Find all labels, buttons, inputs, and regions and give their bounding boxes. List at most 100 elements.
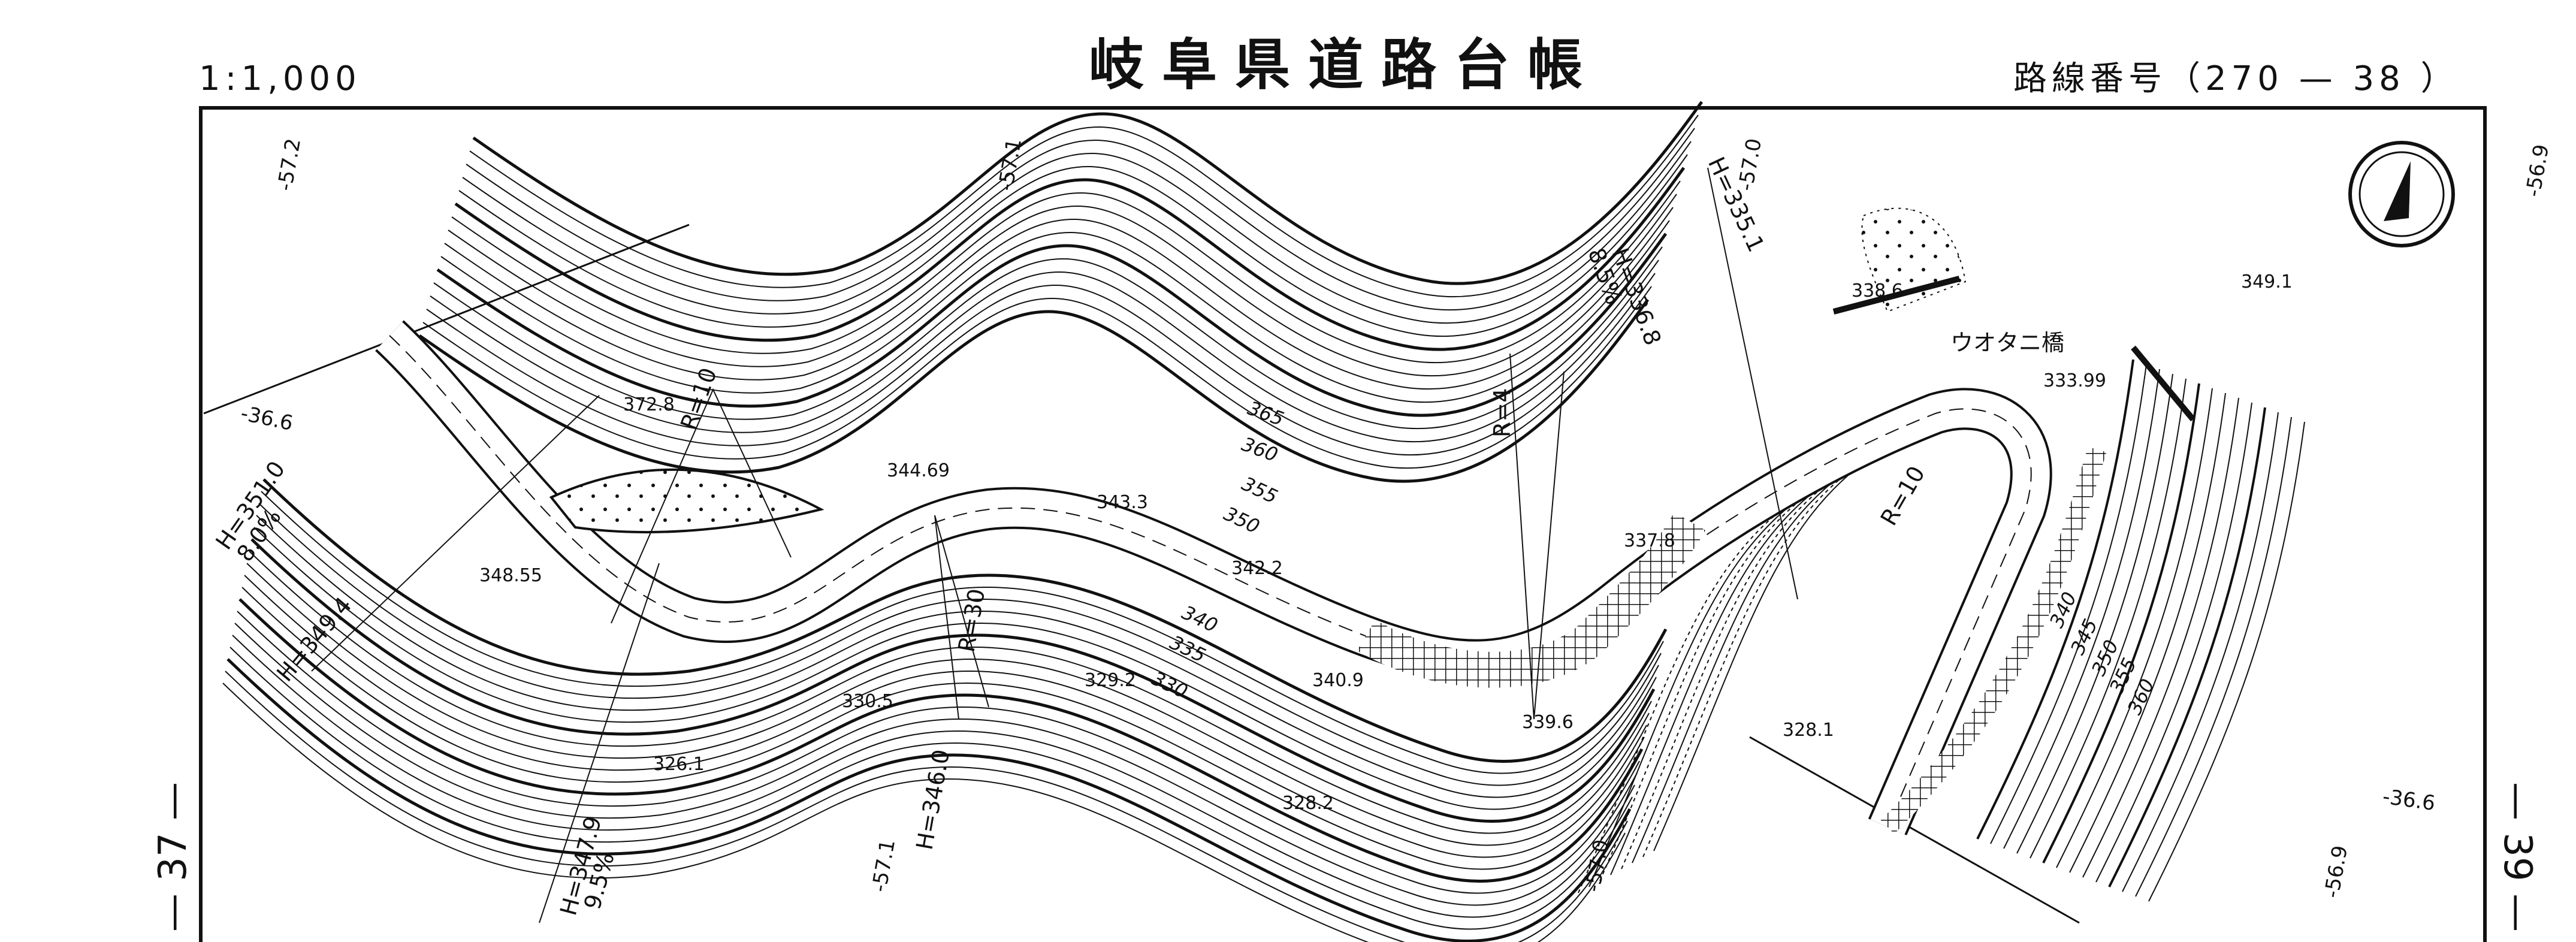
contour-line — [454, 167, 1686, 351]
contour-line — [444, 207, 1674, 390]
contour-line — [262, 478, 1668, 763]
map-frame — [199, 106, 2487, 942]
grid-label-bottom: -57.0 — [1581, 838, 1614, 894]
spot-elevation: 328.2 — [1282, 793, 1334, 814]
contour-line — [418, 298, 1650, 483]
contour-line — [2135, 416, 2292, 897]
contour-line — [1578, 509, 1783, 893]
spot-elevation: 339.6 — [1522, 712, 1574, 733]
contour-line — [466, 128, 1695, 311]
bridge-railing — [1832, 276, 1961, 315]
contour-line — [256, 515, 1659, 798]
north-arrow-icon — [2348, 141, 2455, 247]
contour-label: 335 — [1167, 631, 1209, 667]
contour-line — [1599, 497, 1804, 881]
contour-line — [244, 575, 1647, 858]
spot-elevation: 343.3 — [1097, 492, 1148, 513]
spot-elevation: 372.8 — [623, 394, 675, 415]
contour-line — [229, 647, 1633, 930]
contour-line — [234, 623, 1638, 906]
contour-label: 355 — [1239, 472, 1281, 508]
contour-line — [433, 246, 1663, 430]
contour-line — [1653, 467, 1858, 852]
spot-elevations: 372.8 348.55 344.69 343.3 342.2 340.9 33… — [479, 271, 2293, 814]
contour-label: 350 — [1221, 502, 1263, 538]
grid-label-top: -57.1 — [993, 137, 1026, 193]
contour-line — [241, 587, 1645, 870]
adjacent-sheet-left[interactable]: — 37 — — [151, 782, 195, 932]
curve-radius-label: R=10 — [1876, 461, 1930, 530]
grid-label-top: -56.9 — [2521, 143, 2554, 199]
route-number: 路線番号（270 — 38 ） — [2013, 59, 2459, 98]
contour-line — [222, 683, 1626, 942]
contour-line — [2082, 397, 2239, 878]
contour-label: 360 — [1239, 433, 1281, 467]
grade-leader — [1707, 167, 1798, 600]
contour-line — [469, 114, 1699, 298]
contour-line — [472, 101, 1704, 285]
bridge-name: ウオタニ橋 — [1950, 330, 2064, 356]
contour-line — [246, 563, 1650, 846]
sheet-title: 岐阜県道路台帳 — [1089, 33, 1600, 97]
spot-elevation: 337.8 — [1624, 530, 1675, 551]
contour-line — [2056, 388, 2213, 868]
contour-line — [1610, 491, 1815, 875]
contour-line — [253, 527, 1657, 810]
road-centerline — [389, 335, 2032, 828]
contour-line — [2003, 369, 2160, 849]
adjacent-sheet-right[interactable]: — 39 — — [2495, 782, 2539, 932]
scale-label: 1:1,000 — [199, 59, 361, 98]
curve-radius-label: R=4 — [1489, 388, 1515, 437]
curve-radius-label: R=30 — [953, 587, 990, 654]
contour-line — [451, 180, 1681, 364]
grade-leader — [539, 563, 660, 923]
survey-boundary-line — [203, 224, 690, 415]
contour-line — [2042, 383, 2200, 864]
curve-leader-r10 — [611, 388, 792, 624]
grade-leader — [311, 395, 600, 672]
retaining-wall — [1357, 512, 1706, 688]
spot-elevation: 333.99 — [2043, 370, 2106, 391]
spot-elevation: 340.9 — [1312, 670, 1364, 691]
contour-line — [2016, 373, 2173, 854]
contour-line — [1990, 364, 2147, 844]
contour-line — [462, 141, 1692, 324]
contour-line — [1642, 473, 1847, 858]
grid-label-right: -36.6 — [2381, 784, 2437, 816]
contour-label: 365 — [1245, 397, 1287, 431]
spot-elevation: 328.1 — [1783, 720, 1834, 741]
contour-line — [440, 220, 1670, 403]
contour-line — [227, 658, 1632, 942]
spot-elevation: 344.69 — [887, 460, 950, 481]
contour-line — [237, 611, 1640, 894]
grade-elevation: H=346.0 — [911, 747, 955, 852]
grid-label-bottom: -57.1 — [867, 838, 900, 894]
bridge-railing — [2131, 345, 2196, 422]
contour-line — [2122, 412, 2279, 892]
retaining-wall-right — [1880, 446, 2107, 834]
contour-line — [1589, 503, 1793, 887]
contour-line — [249, 551, 1652, 834]
contour-line — [2069, 393, 2226, 873]
spot-elevation: 349.1 — [2241, 271, 2293, 292]
spot-elevation: 329.2 — [1085, 670, 1136, 691]
curve-leader-r4 — [1509, 353, 1565, 720]
contour-line — [1621, 485, 1826, 869]
curve-leader-r30 — [934, 515, 989, 720]
contour-line — [2095, 402, 2252, 883]
contour-line — [261, 491, 1664, 774]
grid-label-bottom: -56.9 — [2320, 844, 2352, 900]
contour-line — [1976, 359, 2134, 840]
spot-elevation: 348.55 — [479, 565, 542, 586]
spot-elevation: 342.2 — [1231, 558, 1283, 579]
terrain-group — [222, 101, 2305, 942]
spot-elevation: 326.1 — [653, 754, 705, 775]
spot-elevation: 338.6 — [1852, 280, 1903, 301]
contour-line — [250, 538, 1656, 823]
contour-line — [2148, 421, 2305, 902]
contour-line — [426, 273, 1656, 456]
grid-label-top: -57.2 — [273, 137, 306, 193]
survey-boundary-line — [1749, 736, 2080, 924]
contour-line — [458, 154, 1688, 337]
